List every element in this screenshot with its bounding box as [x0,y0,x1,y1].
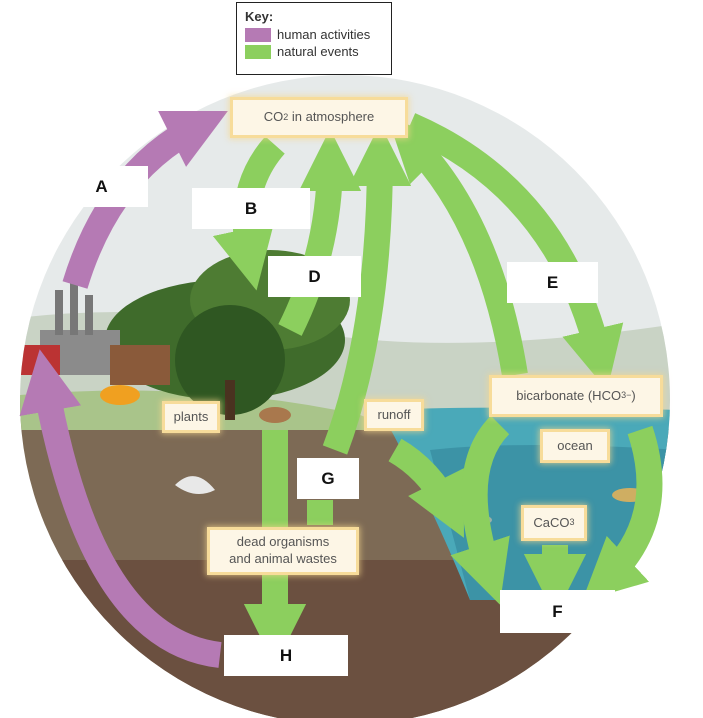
tree [175,305,285,415]
legend-item-natural: natural events [245,44,383,59]
caco3-text: CaCO [533,514,570,530]
arrow-plants-to-atmosphere [278,128,362,336]
blank-H[interactable]: H [224,635,348,676]
blank-A[interactable]: A [55,166,148,207]
runoff-text: runoff [377,406,411,422]
arrow-bicarbonate-to-sediment [450,415,510,605]
legend-item-human: human activities [245,27,383,42]
legend-title: Key: [245,9,274,24]
bicarbonate-suffix: ) [631,387,636,403]
co2-subscript: 2 [283,111,289,122]
legend-human-label: human activities [277,27,371,42]
co2-suffix: in atmosphere [288,109,375,125]
blank-D[interactable]: D [268,256,361,297]
dead-organisms-line1: dead organisms [236,534,330,550]
ocean-label: ocean [543,432,607,460]
runoff-label: runoff [367,402,421,428]
deer [259,407,291,423]
log-pile [110,345,170,385]
blank-E[interactable]: E [507,262,598,303]
truck [20,345,60,375]
bicarbonate-text: bicarbonate (HCO [516,387,622,403]
arrow-soil-to-atmosphere [322,123,412,455]
blank-B[interactable]: B [192,188,310,229]
legend: Key: human activities natural events [236,2,392,75]
bicarbonate-superscript: − [626,390,632,401]
dead-organisms-label: dead organisms and animal wastes [210,530,356,572]
human-swatch [245,27,271,42]
plants-text: plants [173,408,209,424]
caco3-subscript: 3 [569,517,575,528]
blank-F[interactable]: F [500,590,615,633]
natural-swatch [245,44,271,59]
bicarbonate-subscript: 3 [621,390,627,401]
dead-organisms-line2: and animal wastes [229,551,337,566]
legend-natural-label: natural events [277,44,359,59]
shell [175,476,215,494]
arrow-fossil-extraction [19,349,222,668]
arrow-ocean-to-sediment [582,425,663,602]
ocean-text: ocean [557,437,593,453]
arrow-runoff [388,438,464,538]
plants-label: plants [165,404,217,430]
blank-G[interactable]: G [297,458,359,499]
fire [100,385,140,405]
co2-text: CO [263,109,284,125]
arrow-ocean-to-atmosphere [387,117,528,378]
